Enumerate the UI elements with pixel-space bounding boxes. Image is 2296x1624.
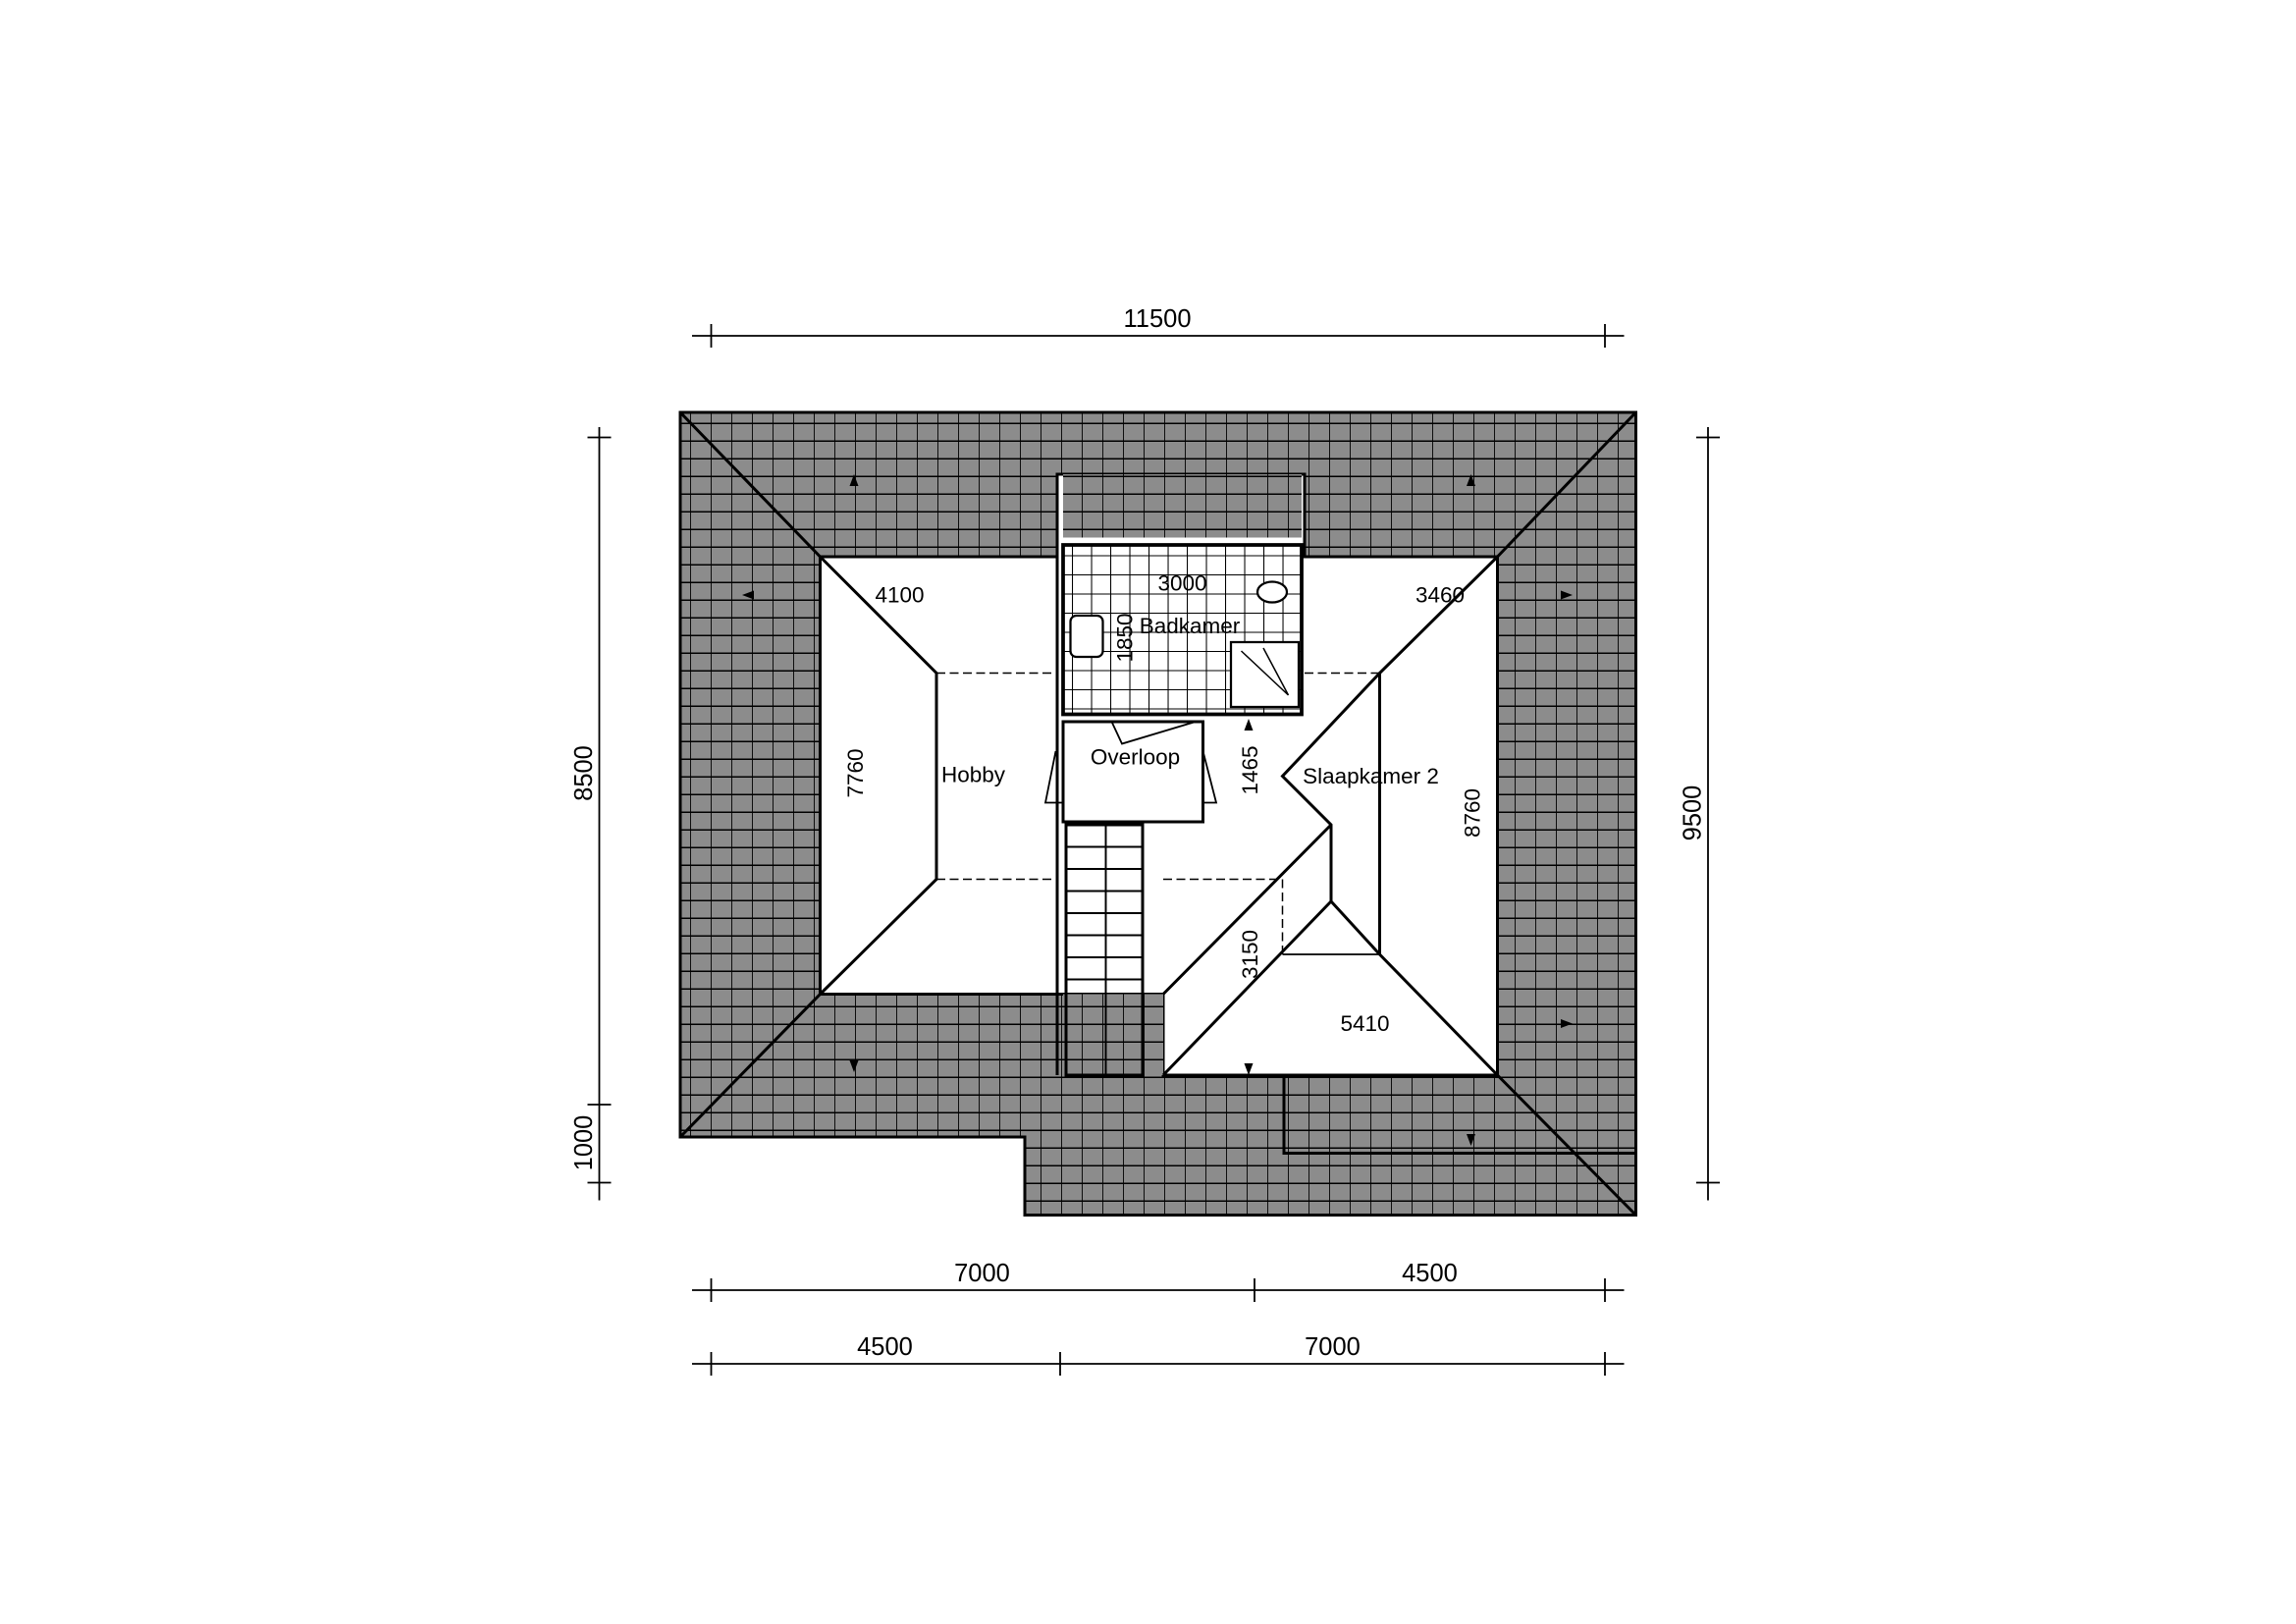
dim-lower-width: 5410: [1340, 1011, 1389, 1036]
dim-total-width: 11500: [1123, 305, 1191, 333]
dim-right-total: 9500: [1680, 785, 1707, 841]
dormer-roof: [1063, 474, 1302, 538]
dim-bath-depth: 1850: [1113, 613, 1138, 662]
staircase[interactable]: [1064, 823, 1145, 1077]
dim-left-step: 1000: [570, 1115, 598, 1171]
room-label-slaapkamer: Slaapkamer 2: [1303, 764, 1439, 788]
dim-left-main: 8500: [570, 745, 598, 801]
dim-bedroom-width: 3460: [1415, 583, 1465, 608]
room-label-badkamer: Badkamer: [1140, 614, 1241, 638]
dim-lower-depth: 3150: [1238, 930, 1262, 979]
dim-hobby-width: 4100: [875, 583, 924, 608]
dim-bottom2-a: 4500: [857, 1333, 913, 1361]
dim-bottom1-a: 7000: [954, 1260, 1010, 1287]
dim-bottom2-b: 7000: [1305, 1333, 1361, 1361]
landing: [1061, 720, 1204, 824]
roof-hip-lines: [678, 410, 1637, 1217]
shower-icon: [1229, 640, 1301, 709]
door-icon: [1043, 721, 1218, 804]
dim-bath-width: 3000: [1157, 571, 1206, 596]
dim-bedroom-depth: 8760: [1461, 788, 1485, 838]
dimension-lines: [587, 324, 1720, 1376]
sink-icon: [1069, 614, 1104, 659]
dim-overloop-depth: 1465: [1238, 745, 1262, 794]
stair-bottom-roof: [1063, 994, 1163, 1075]
dim-bottom1-b: 4500: [1402, 1260, 1458, 1287]
toilet-icon: [1255, 580, 1289, 604]
room-label-hobby: Hobby: [941, 763, 1006, 787]
room-label-overloop: Overloop: [1091, 745, 1180, 770]
dim-hobby-depth: 7760: [843, 748, 868, 797]
